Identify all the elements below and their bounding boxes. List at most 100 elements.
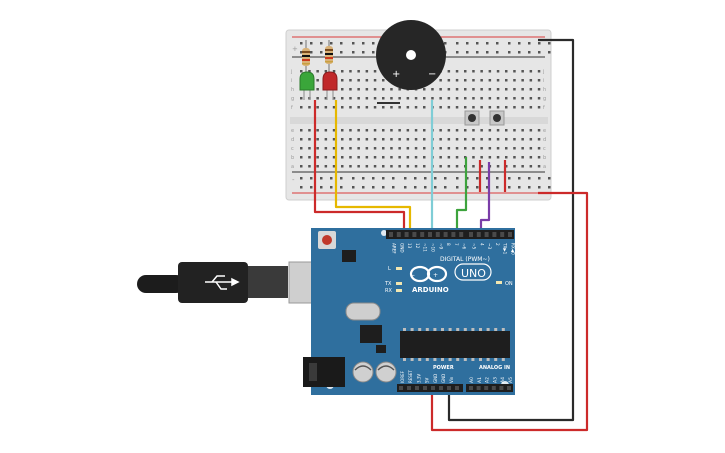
uno-model-text: UNO <box>461 267 486 280</box>
rail-hole <box>476 51 479 54</box>
power-pin-socket[interactable] <box>431 386 435 390</box>
rail-hole <box>466 42 469 45</box>
rail-hole <box>320 51 323 54</box>
digital-pin-socket[interactable] <box>451 232 456 237</box>
terminal-hole <box>341 129 344 132</box>
terminal-hole <box>324 165 328 168</box>
digital-pin-socket[interactable] <box>389 232 393 237</box>
terminal-hole <box>537 156 541 159</box>
power-pin-socket[interactable] <box>455 386 459 390</box>
terminal-hole <box>414 165 418 168</box>
terminal-hole <box>513 147 516 150</box>
terminal-hole <box>464 129 467 132</box>
terminal-hole <box>505 156 508 159</box>
terminal-hole <box>365 106 369 109</box>
digital-pin-socket[interactable] <box>469 232 473 237</box>
rail-hole <box>330 177 333 180</box>
rail-hole <box>300 177 303 180</box>
row-letter: c <box>543 146 546 152</box>
digital-pin-socket[interactable] <box>404 232 409 237</box>
rail-hole <box>486 186 489 189</box>
terminal-hole <box>480 79 483 82</box>
chip-pin <box>425 328 429 331</box>
green-button-wire <box>455 157 468 236</box>
terminal-hole <box>496 165 500 168</box>
terminal-hole <box>324 129 328 132</box>
reset-button-cap[interactable] <box>322 235 332 245</box>
terminal-hole <box>447 97 451 100</box>
digital-pin-socket[interactable] <box>443 232 448 237</box>
power-pin-socket[interactable] <box>423 386 427 390</box>
rail-hole <box>518 42 521 45</box>
terminal-hole <box>464 79 467 82</box>
terminal-hole <box>480 147 483 150</box>
analog-pin-socket[interactable] <box>476 386 481 390</box>
terminal-hole <box>308 165 311 168</box>
terminal-hole <box>357 165 360 168</box>
digital-pin-socket[interactable] <box>420 232 425 237</box>
terminal-hole <box>382 88 385 91</box>
row-letter: e <box>543 128 546 134</box>
push-button-1[interactable] <box>464 110 480 126</box>
voltage-regulator <box>360 325 382 343</box>
digital-pin-socket[interactable] <box>508 232 512 237</box>
digital-pin-socket[interactable] <box>476 232 481 237</box>
analog-pin-socket[interactable] <box>507 386 511 390</box>
rail-minus-label: - <box>292 176 295 184</box>
digital-pin-socket[interactable] <box>500 232 505 237</box>
rail-hole <box>372 42 375 45</box>
rail-hole <box>528 177 531 180</box>
rail-hole <box>352 186 355 189</box>
analog-pin-label: A4 <box>500 377 506 383</box>
terminal-hole <box>365 70 369 73</box>
terminal-hole <box>521 97 524 100</box>
row-letter: d <box>543 137 546 143</box>
terminal-hole <box>373 138 377 141</box>
rail-hole <box>414 186 417 189</box>
power-pin-socket[interactable] <box>415 386 419 390</box>
terminal-hole <box>365 138 369 141</box>
digital-pin-socket[interactable] <box>412 232 417 237</box>
power-pin-socket[interactable] <box>447 386 451 390</box>
push-button-2[interactable] <box>489 110 505 126</box>
analog-pin-socket[interactable] <box>469 386 473 390</box>
terminal-hole <box>382 106 385 109</box>
terminal-hole <box>373 165 377 168</box>
terminal-hole <box>513 97 516 100</box>
analog-pin-socket[interactable] <box>484 386 489 390</box>
terminal-hole <box>341 97 344 100</box>
digital-pin-socket[interactable] <box>484 232 489 237</box>
analog-pin-socket[interactable] <box>491 386 496 390</box>
analog-pin-socket[interactable] <box>499 386 504 390</box>
usb-plug-neck <box>248 266 288 298</box>
digital-pin-socket[interactable] <box>435 232 440 237</box>
terminal-hole <box>455 70 459 73</box>
terminal-hole <box>455 129 459 132</box>
led-rx <box>396 289 402 292</box>
power-pin-socket[interactable] <box>439 386 443 390</box>
rail-hole <box>372 186 375 189</box>
chip-pin <box>410 328 414 331</box>
terminal-hole <box>537 147 541 150</box>
power-pin-label: 3.3V <box>416 374 421 383</box>
digital-pin-socket[interactable] <box>396 232 401 237</box>
terminal-hole <box>300 129 303 132</box>
terminal-hole <box>349 156 352 159</box>
terminal-hole <box>382 156 385 159</box>
terminal-hole <box>341 79 344 82</box>
terminal-hole <box>455 147 459 150</box>
terminal-hole <box>496 88 500 91</box>
terminal-hole <box>365 88 369 91</box>
chip-pin <box>463 328 467 331</box>
rail-hole <box>372 177 375 180</box>
digital-pin-label: ~9 <box>438 243 443 250</box>
power-pin-socket[interactable] <box>399 386 403 390</box>
terminal-hole <box>505 147 508 150</box>
terminal-hole <box>496 79 500 82</box>
power-pin-socket[interactable] <box>407 386 411 390</box>
terminal-hole <box>406 147 410 150</box>
digital-pin-socket[interactable] <box>459 232 464 237</box>
digital-pin-socket[interactable] <box>428 232 432 237</box>
digital-pin-socket[interactable] <box>492 232 497 237</box>
